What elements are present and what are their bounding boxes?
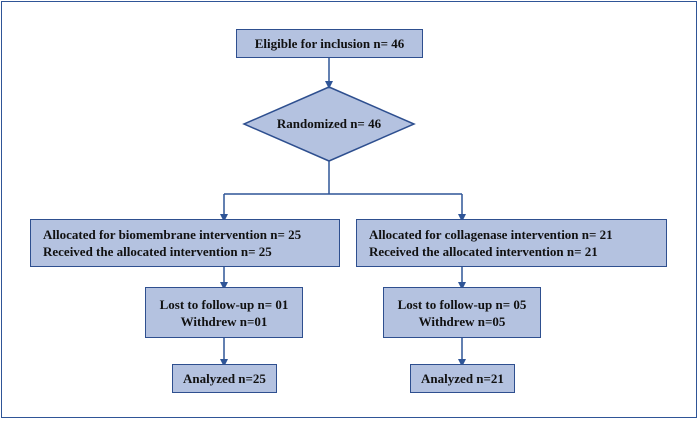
left-allocated-box: Allocated for biomembrane intervention n… [30, 219, 340, 267]
right-allocated-line2: Received the allocated intervention n= 2… [369, 244, 598, 259]
right-analyzed-box: Analyzed n=21 [410, 364, 515, 393]
eligible-box: Eligible for inclusion n= 46 [236, 29, 423, 58]
left-analyzed-box: Analyzed n=25 [172, 364, 277, 393]
left-allocated-line2: Received the allocated intervention n= 2… [43, 244, 272, 259]
right-analyzed-label: Analyzed n=21 [421, 371, 504, 386]
left-analyzed-label: Analyzed n=25 [183, 371, 266, 386]
left-withdrew-line: Withdrew n=01 [180, 313, 268, 329]
right-lost-line1: Lost to follow-up n= 05 [397, 296, 527, 312]
left-lost-line1: Lost to follow-up n= 01 [159, 296, 289, 312]
right-allocated-line1: Allocated for collagenase intervention n… [369, 227, 613, 242]
randomized-label: Randomized n= 46 [276, 116, 382, 131]
right-withdrew-line: Withdrew n=05 [418, 313, 506, 329]
left-lost-box: Lost to follow-up n= 01 Withdrew n=01 [145, 287, 303, 338]
left-allocated-line1: Allocated for biomembrane intervention n… [43, 227, 302, 242]
right-allocated-box: Allocated for collagenase intervention n… [356, 219, 667, 267]
eligible-label: Eligible for inclusion n= 46 [254, 36, 405, 51]
right-lost-box: Lost to follow-up n= 05 Withdrew n=05 [383, 287, 541, 338]
